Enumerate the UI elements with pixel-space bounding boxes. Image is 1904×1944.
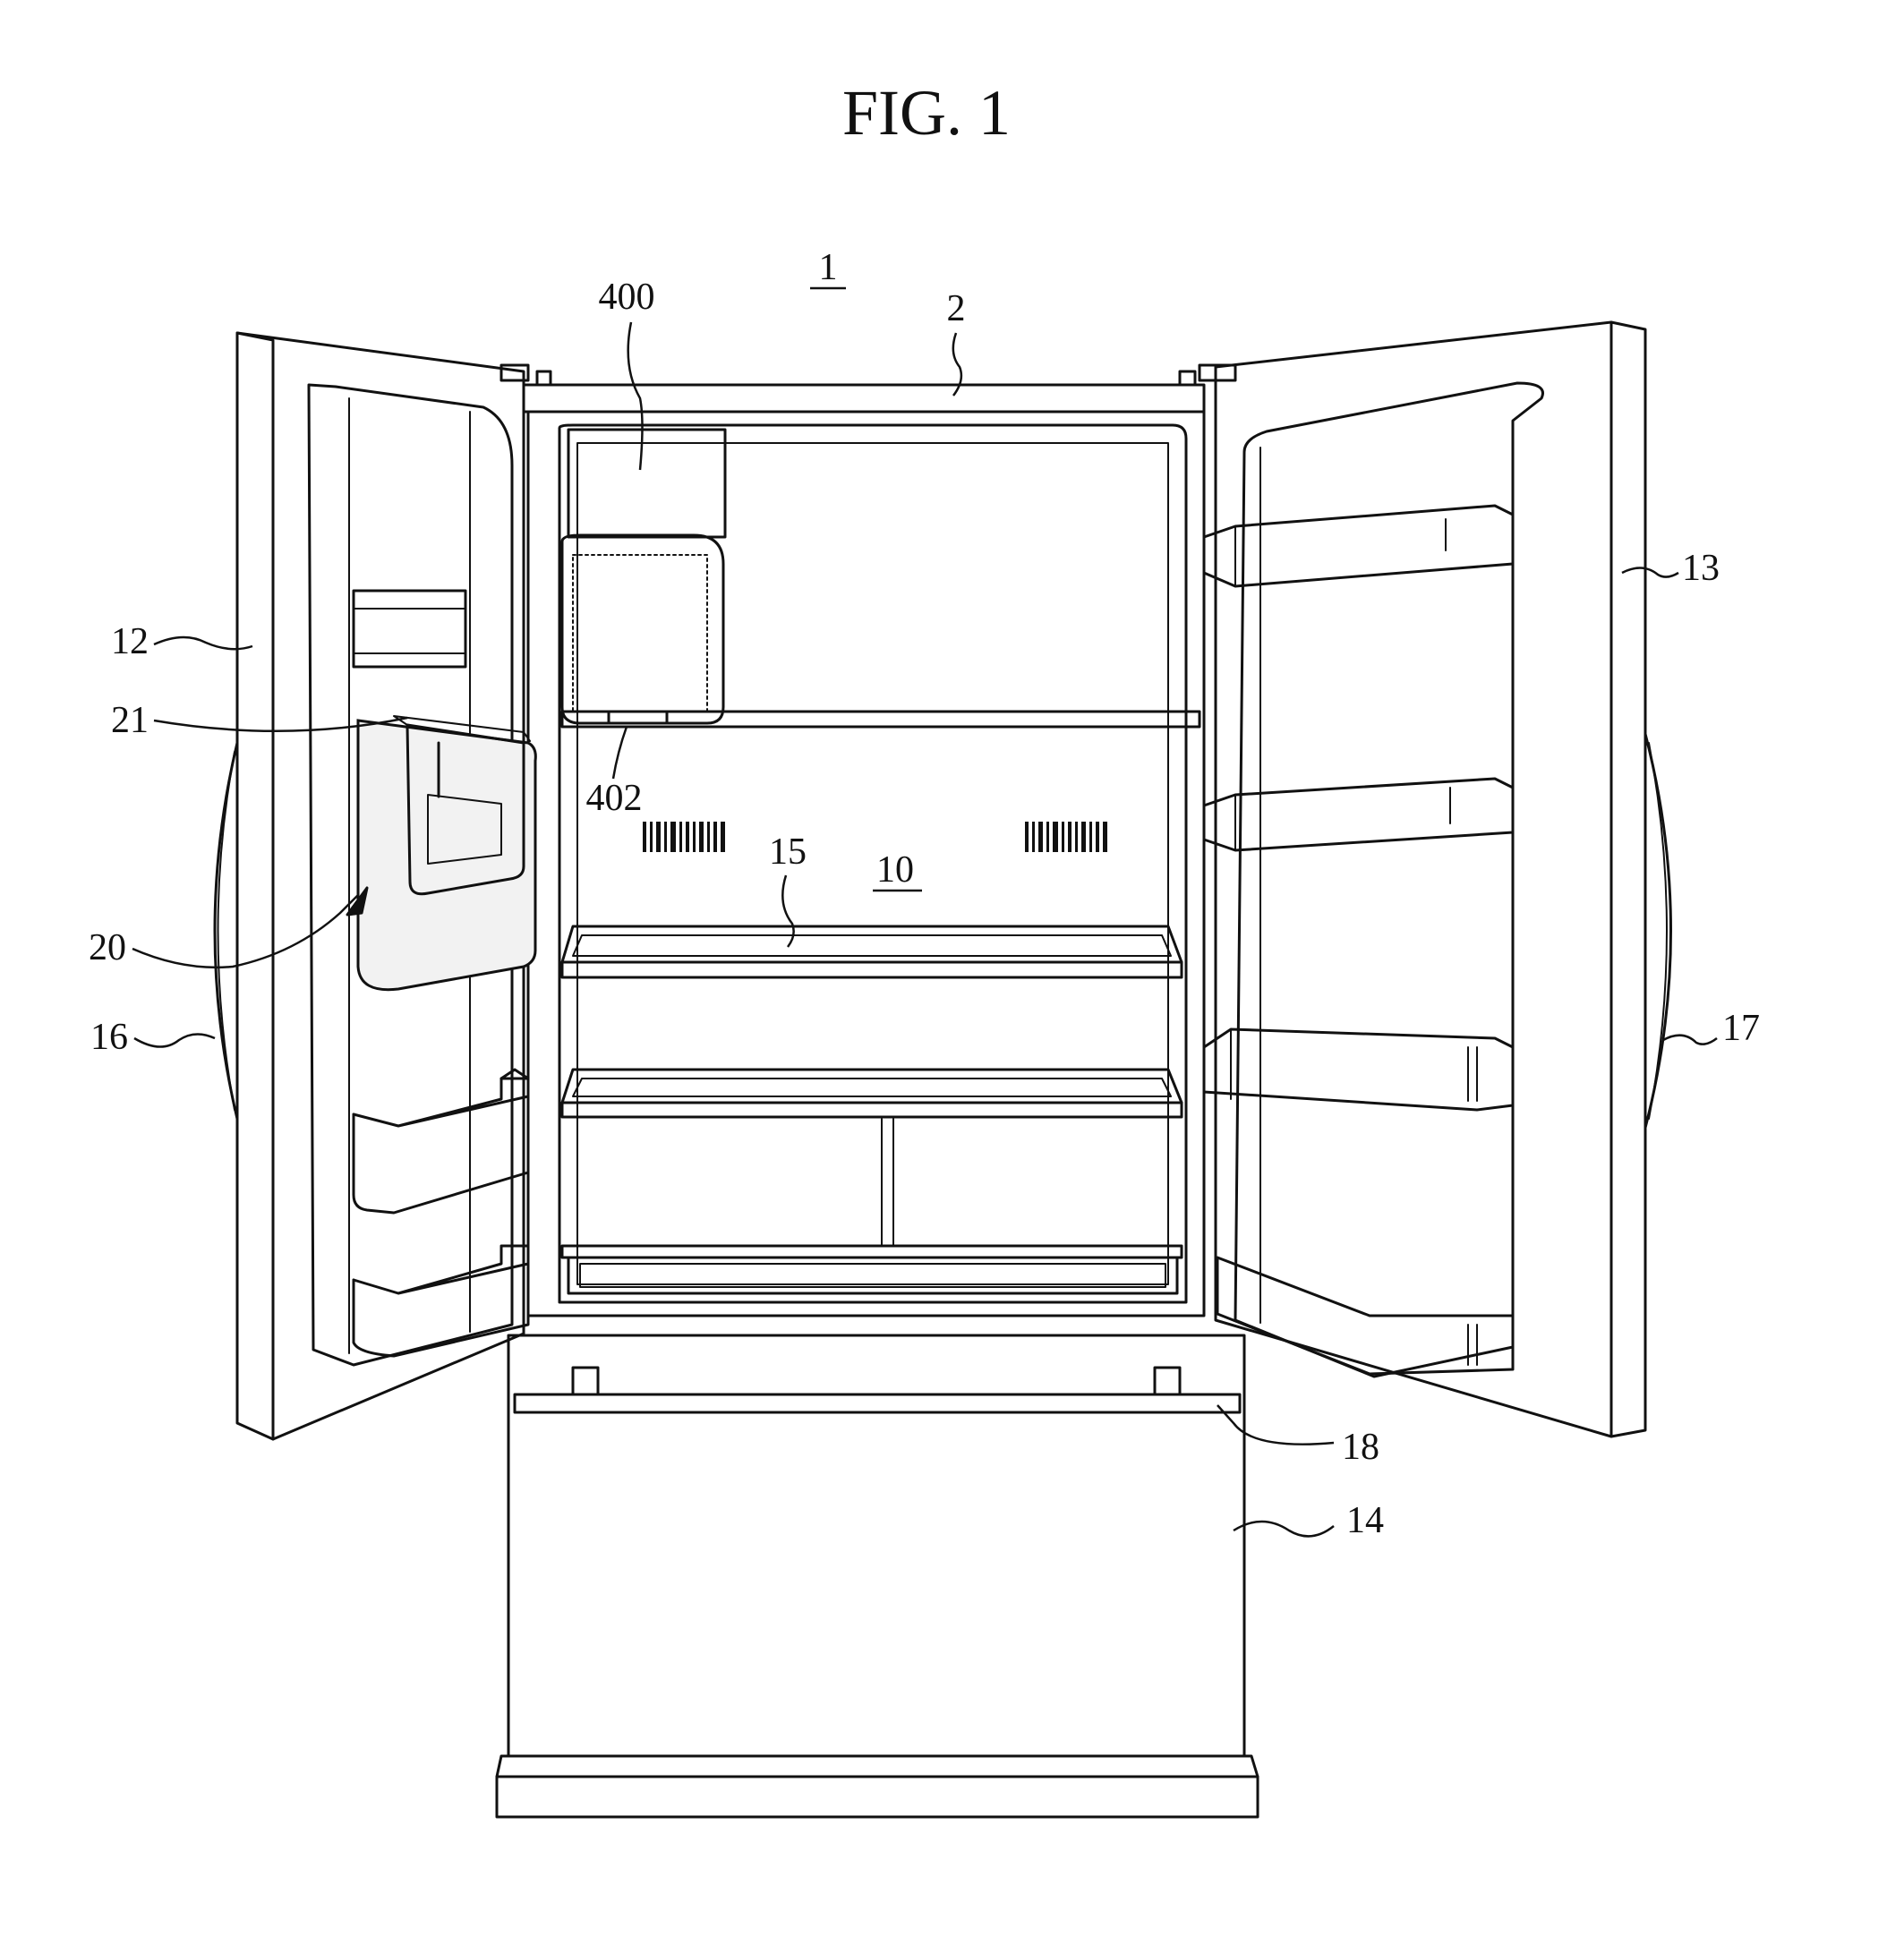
label-402: 402 [586, 778, 643, 819]
vent-right [1025, 822, 1107, 852]
label-18: 18 [1342, 1427, 1379, 1468]
label-2: 2 [947, 288, 966, 329]
label-17: 17 [1722, 1008, 1760, 1049]
ice-maker-400 [562, 430, 725, 723]
left-door-12 [215, 333, 551, 1439]
vent-left [643, 822, 725, 852]
figure-title: FIG. 1 [842, 77, 1011, 149]
glass-shelf-15 [562, 926, 1182, 977]
label-1: 1 [819, 247, 838, 288]
label-12: 12 [111, 621, 149, 662]
label-14: 14 [1346, 1500, 1384, 1541]
label-400: 400 [599, 277, 655, 318]
label-20: 20 [89, 927, 126, 968]
label-13: 13 [1682, 548, 1720, 589]
right-door-13 [1180, 322, 1671, 1437]
lower-shelf [562, 1070, 1182, 1117]
label-16: 16 [90, 1017, 128, 1058]
freezer-drawer-14 [497, 1335, 1258, 1817]
crisper-drawers [562, 1119, 1182, 1293]
label-21: 21 [111, 700, 149, 741]
label-15: 15 [769, 831, 807, 873]
label-10: 10 [876, 849, 914, 891]
cabinet-body [524, 385, 1204, 1316]
